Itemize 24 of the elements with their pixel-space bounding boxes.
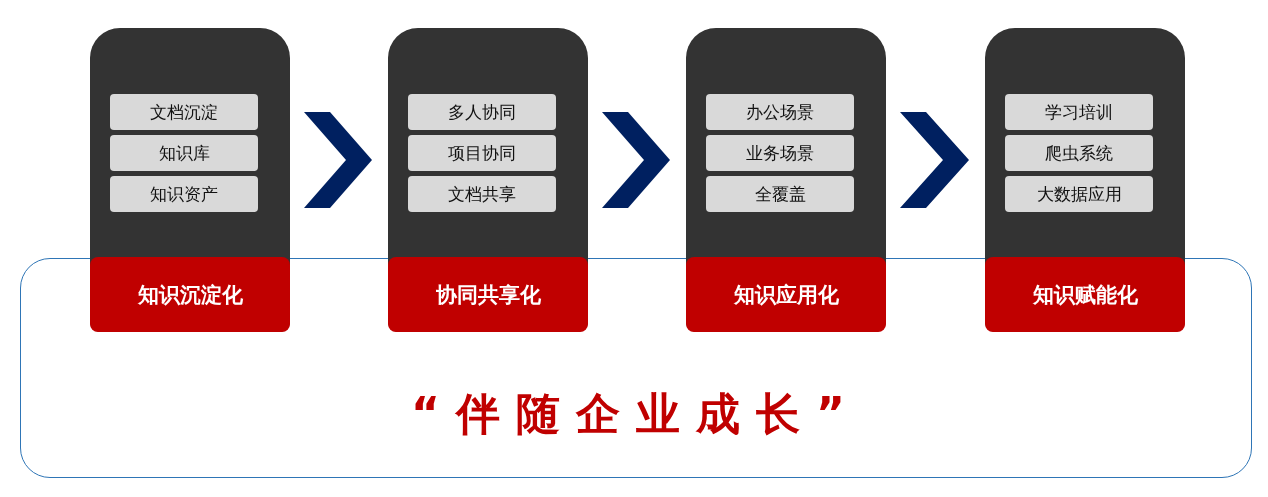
stage-card	[90, 28, 290, 332]
item-box: 项目协同	[408, 135, 556, 171]
item-box: 全覆盖	[706, 176, 854, 212]
chevron-arrow	[900, 112, 969, 208]
stage-card	[985, 28, 1185, 332]
stage-label: 协同共享化	[388, 257, 588, 332]
slogan-text: “伴随企业成长”	[410, 387, 862, 441]
item-box: 业务场景	[706, 135, 854, 171]
item-box: 大数据应用	[1005, 176, 1153, 212]
stage-card	[686, 28, 886, 332]
item-box: 学习培训	[1005, 94, 1153, 130]
item-box: 办公场景	[706, 94, 854, 130]
item-box: 多人协同	[408, 94, 556, 130]
item-box: 爬虫系统	[1005, 135, 1153, 171]
stage-label: 知识赋能化	[985, 257, 1185, 332]
chevron-arrow	[304, 112, 372, 208]
item-box: 文档沉淀	[110, 94, 258, 130]
stage-card	[388, 28, 588, 332]
stage-label: 知识沉淀化	[90, 257, 290, 332]
stage-label: 知识应用化	[686, 257, 886, 332]
item-box: 文档共享	[408, 176, 556, 212]
item-box: 知识资产	[110, 176, 258, 212]
chevron-arrow	[602, 112, 670, 208]
item-box: 知识库	[110, 135, 258, 171]
